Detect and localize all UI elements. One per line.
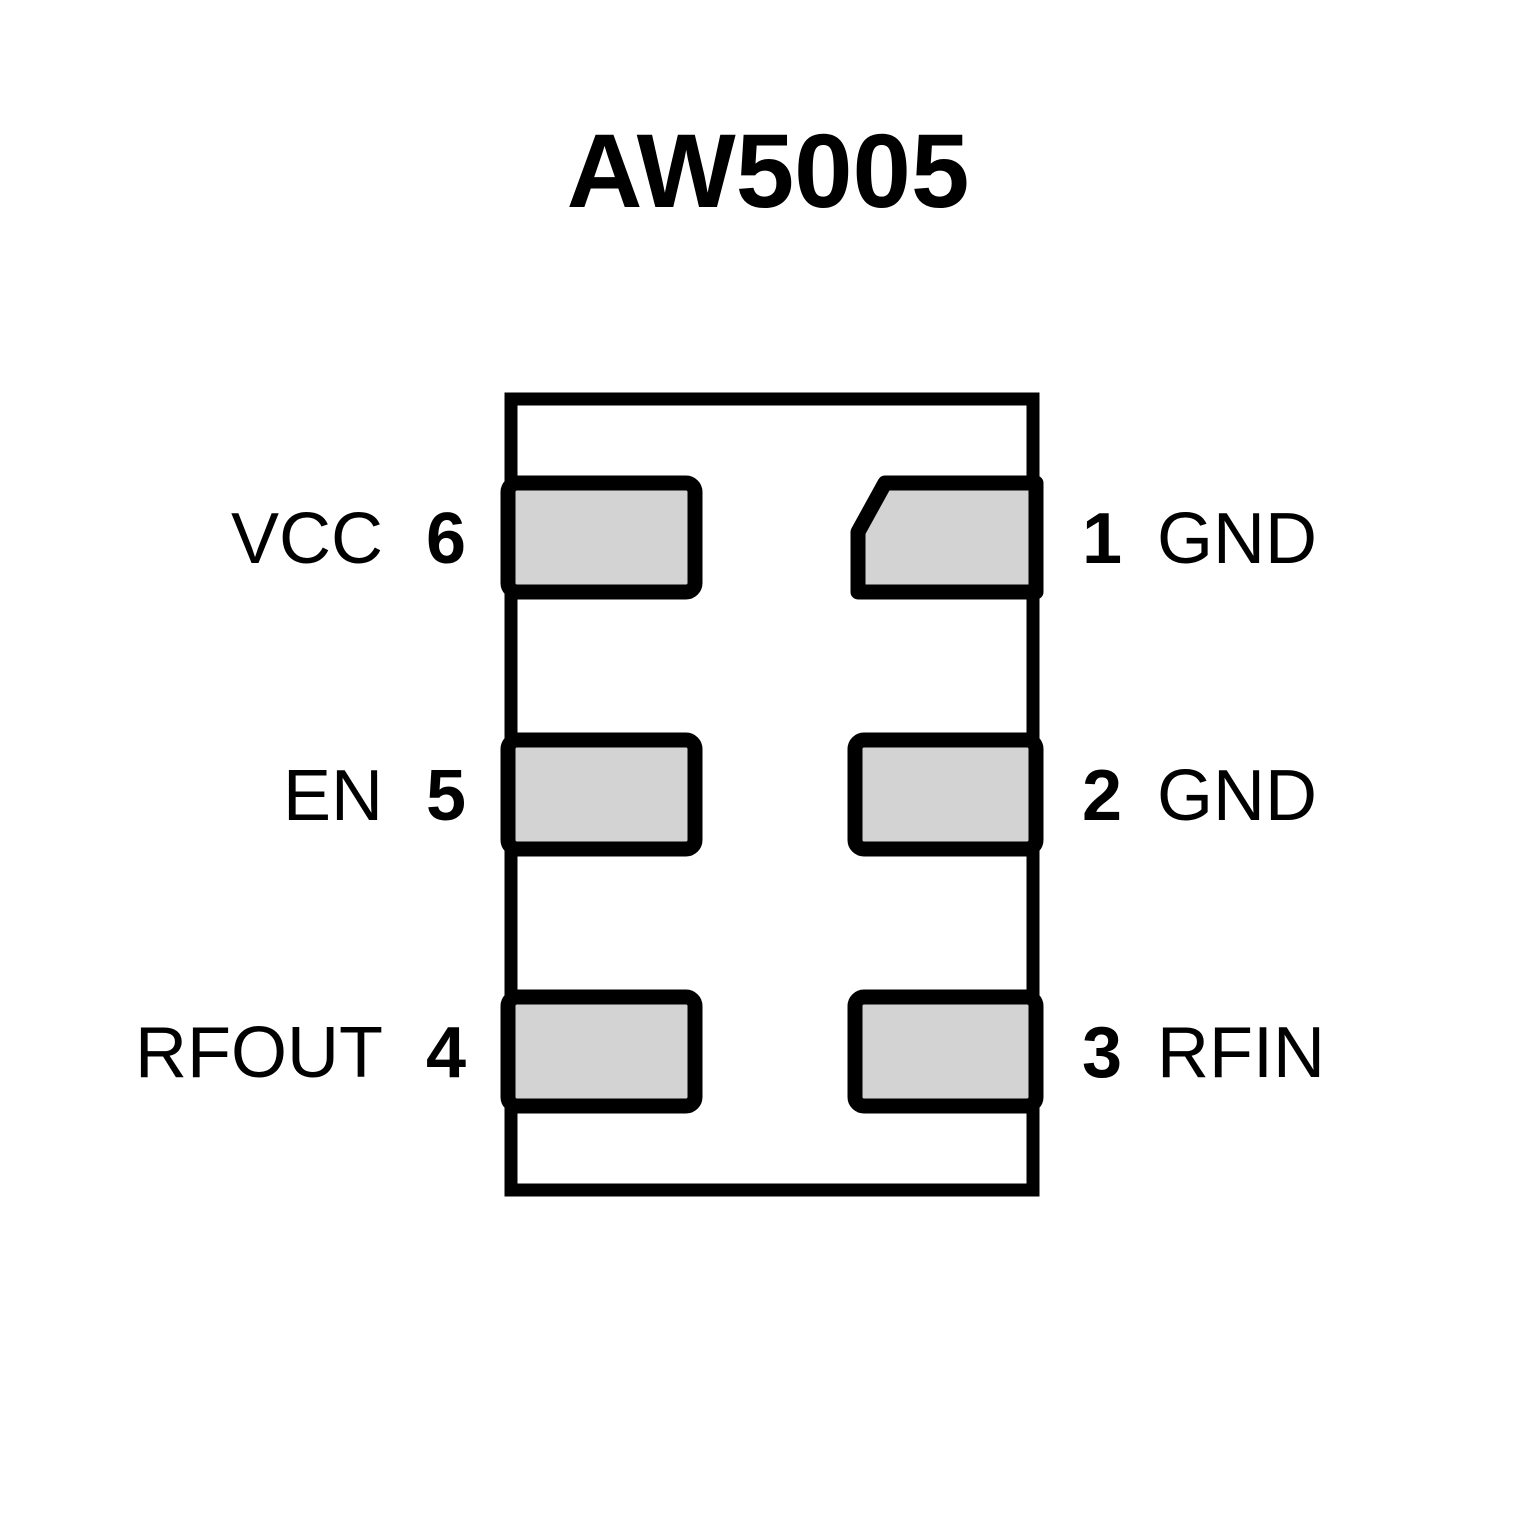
pin-label-signal-1: GND	[1157, 499, 1317, 579]
pad-4[interactable]	[500, 989, 703, 1114]
pin-label-number-2: 2	[1082, 756, 1122, 836]
pin-label-signal-4: RFOUT	[135, 1013, 383, 1093]
pad-6[interactable]	[500, 475, 703, 600]
pin-label-signal-3: RFIN	[1157, 1013, 1325, 1093]
pad-5[interactable]	[500, 732, 703, 857]
pin-label-signal-2: GND	[1157, 756, 1317, 836]
pad-2[interactable]	[847, 732, 1044, 857]
pin-label-signal-5: EN	[283, 756, 383, 836]
pad-3[interactable]	[847, 989, 1044, 1114]
pin-label-number-1: 1	[1082, 499, 1122, 579]
pin-label-signal-6: VCC	[231, 499, 383, 579]
pin-label-number-6: 6	[426, 499, 466, 579]
pad-1[interactable]	[850, 475, 1044, 600]
pin-label-number-5: 5	[426, 756, 466, 836]
page-title: AW5005	[567, 113, 970, 230]
pin-label-number-4: 4	[426, 1013, 466, 1093]
pin-label-number-3: 3	[1082, 1013, 1122, 1093]
